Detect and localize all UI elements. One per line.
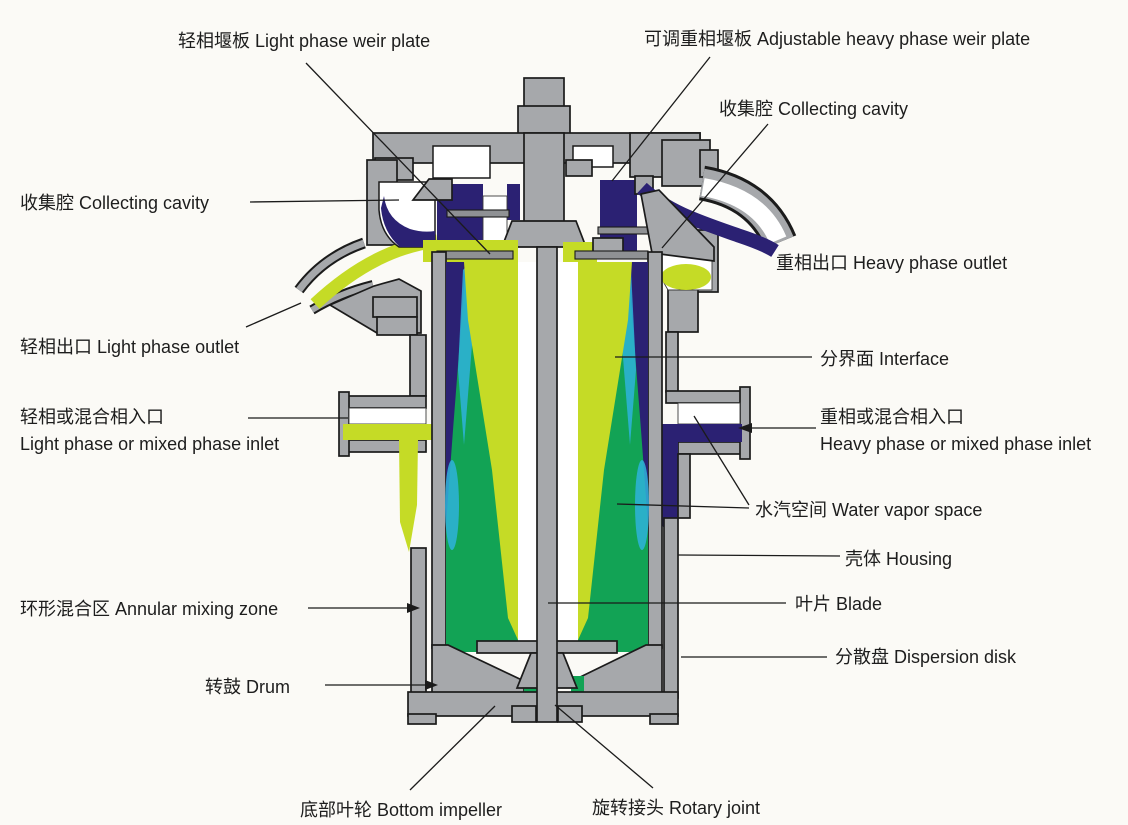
shaft-upper [523,132,565,224]
central-shaft [536,246,558,723]
heavy-inlet-top-wall [665,390,743,404]
machine-body [294,77,797,725]
water-vapor-pocket [677,402,741,425]
drum-wall-left [431,251,447,649]
light-phase-inlet-stream [343,424,434,440]
leader-lines [245,56,841,791]
light-inlet-top-wall [342,395,427,409]
housing-right-wall [663,517,679,699]
light-phase-wedge-left [464,262,518,640]
leader-arrowheads [407,423,752,690]
heavy-inlet-bottom-wall [677,441,743,455]
shaft-collar [517,105,571,137]
rotary-joint-block [557,705,583,723]
housing-left-wall [409,334,427,397]
drum-wall-right [647,251,663,649]
